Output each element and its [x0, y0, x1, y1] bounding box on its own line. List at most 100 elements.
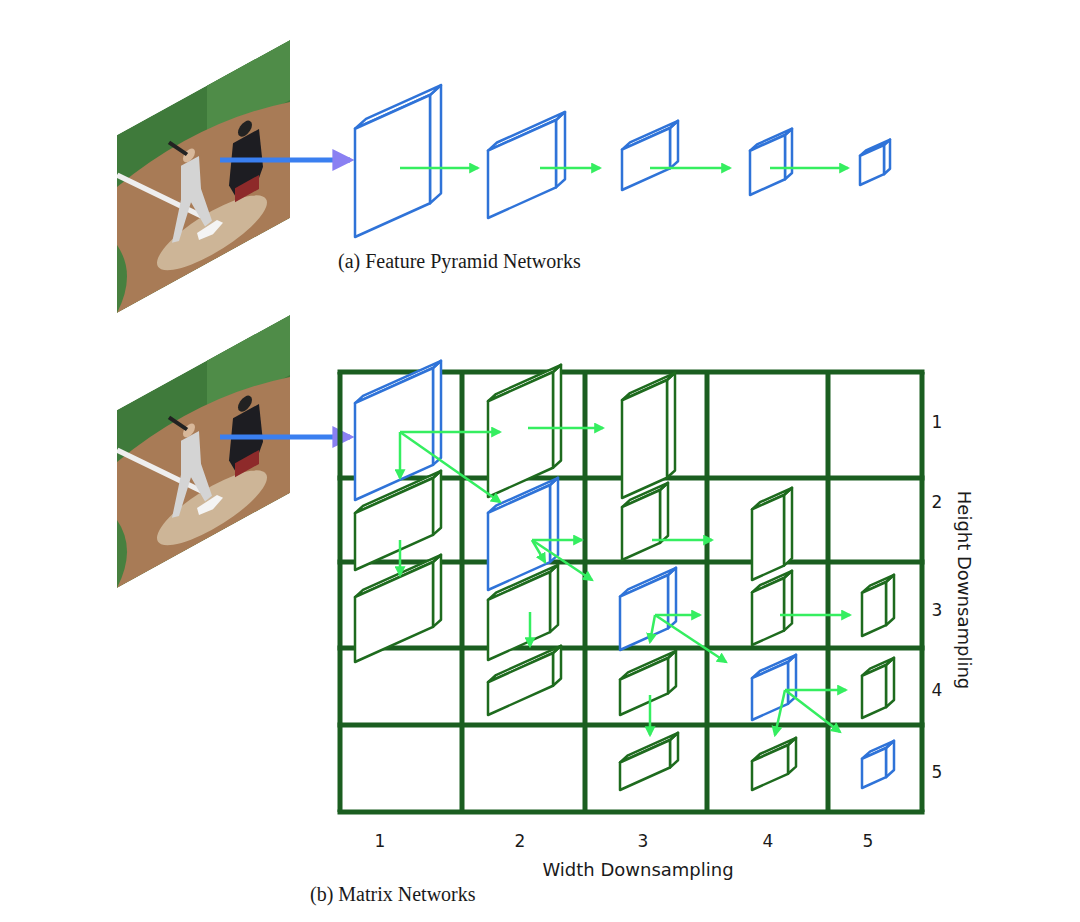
feature-map-face — [355, 562, 433, 662]
flow-arrow — [652, 539, 712, 542]
feature-map — [752, 655, 796, 720]
feature-map-face — [750, 135, 785, 195]
flow-arrow — [400, 432, 500, 502]
axis-title: Height Downsampling — [954, 491, 975, 689]
feature-map-face — [488, 653, 553, 715]
batter-body — [172, 424, 212, 520]
column-number: 5 — [863, 832, 874, 852]
feature-map — [620, 733, 678, 790]
feature-map — [860, 140, 890, 185]
grid-line — [460, 372, 465, 812]
flow-arrow — [785, 690, 840, 732]
feature-map-face — [622, 128, 670, 190]
feature-map-face — [620, 575, 668, 650]
flow-arrow — [650, 615, 655, 642]
feature-map — [355, 85, 441, 237]
feature-map-face — [752, 495, 784, 580]
feature-map — [355, 555, 441, 662]
input-arrow — [220, 158, 350, 163]
column-number: 4 — [763, 832, 774, 852]
feature-map — [620, 651, 676, 715]
feature-map — [862, 575, 894, 636]
feature-map-face — [355, 95, 430, 237]
feature-map — [752, 738, 796, 790]
subfigure-caption: (a) Feature Pyramid Networks — [338, 250, 581, 273]
home-plate-area — [157, 456, 267, 560]
feature-map — [488, 565, 558, 660]
feature-map-face — [752, 745, 788, 790]
flow-arrow — [650, 167, 730, 170]
flow-arrow — [529, 612, 532, 646]
grass-corner — [117, 240, 127, 313]
feature-map — [488, 646, 561, 715]
umpire-legs — [235, 175, 259, 202]
flow-arrow — [655, 614, 700, 617]
feature-map — [622, 373, 675, 498]
axis-title: Width Downsampling — [542, 860, 733, 881]
grid-line — [338, 372, 343, 812]
feature-map-face — [355, 478, 433, 570]
feature-map-face — [620, 740, 670, 790]
flow-arrow — [400, 167, 478, 170]
feature-map-face — [862, 665, 886, 718]
grid-line — [340, 810, 922, 815]
grass — [117, 40, 290, 313]
feature-map-face — [860, 145, 884, 185]
feature-map-face — [752, 662, 788, 720]
dirt — [117, 83, 290, 313]
umpire-body — [229, 402, 263, 479]
grid-line — [583, 372, 588, 812]
input-arrow — [220, 435, 350, 440]
flow-arrow — [400, 431, 500, 434]
row-number: 5 — [932, 763, 943, 783]
row-number: 1 — [932, 413, 943, 433]
column-number: 2 — [515, 832, 526, 852]
flow-arrow — [532, 539, 582, 542]
feature-map — [622, 121, 678, 190]
grass-corner — [117, 515, 127, 588]
photo-content — [117, 40, 290, 313]
feature-map-face — [622, 380, 667, 498]
feature-map-face — [488, 572, 550, 660]
grid-line — [705, 372, 710, 812]
row-number: 2 — [932, 493, 943, 513]
bat — [169, 408, 187, 440]
home-plate-area — [157, 181, 267, 285]
feature-map — [862, 658, 894, 718]
feature-map — [750, 129, 792, 195]
flow-arrow — [785, 689, 846, 692]
feature-map — [752, 571, 792, 645]
flow-arrow — [399, 432, 402, 478]
column-number: 3 — [638, 832, 649, 852]
feature-map — [862, 741, 894, 788]
feature-map — [620, 568, 676, 650]
feature-map-face — [622, 490, 660, 560]
feature-map-face — [620, 658, 668, 715]
photo-content — [117, 315, 290, 588]
flow-arrow — [770, 167, 848, 170]
flow-arrow — [775, 690, 785, 735]
grid-line — [826, 372, 831, 812]
feature-map-face — [862, 582, 886, 636]
flow-arrow — [655, 615, 726, 662]
bat — [169, 133, 187, 165]
row-number: 3 — [932, 601, 943, 621]
feature-map — [752, 488, 792, 580]
subfigure-caption: (b) Matrix Networks — [310, 883, 476, 906]
batter-body — [172, 149, 212, 245]
feature-map-face — [752, 578, 784, 645]
flow-arrow — [532, 540, 592, 580]
feature-map — [622, 483, 668, 560]
feature-map-side — [430, 85, 441, 203]
flow-arrow — [540, 167, 600, 170]
umpire-body — [229, 127, 263, 204]
flow-arrow — [649, 695, 652, 735]
feature-map — [355, 471, 441, 570]
photo — [117, 40, 290, 313]
photo — [117, 315, 290, 588]
feature-map-side — [556, 112, 565, 187]
umpire-legs — [235, 450, 259, 477]
